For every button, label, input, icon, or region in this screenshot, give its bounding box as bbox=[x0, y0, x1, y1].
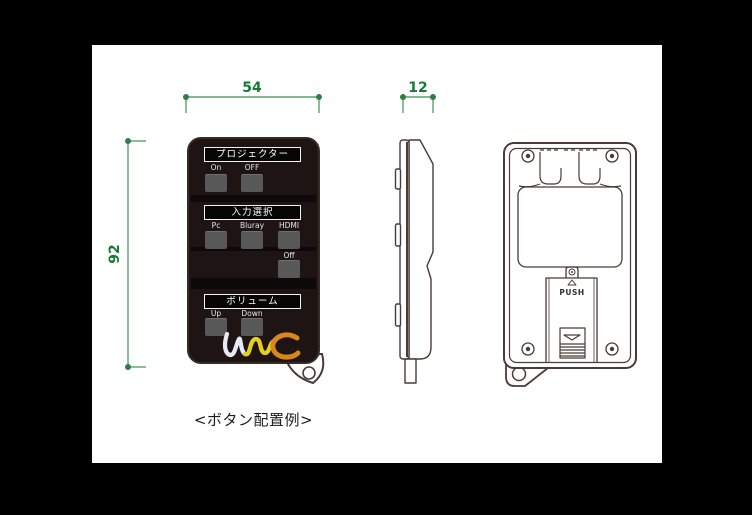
back-inner-outline bbox=[508, 147, 632, 364]
front-section-title-input: 入力選択 bbox=[204, 205, 301, 220]
side-button-bump bbox=[394, 303, 402, 327]
front-section-title-volume: ボリューム bbox=[204, 294, 301, 309]
button-pc bbox=[205, 231, 227, 249]
button-label-down: Down bbox=[241, 309, 263, 318]
button-label-input-off: Off bbox=[283, 251, 295, 260]
push-label: PUSH bbox=[559, 288, 584, 297]
button-volume-down bbox=[241, 318, 263, 336]
battery-cover bbox=[545, 266, 598, 362]
side-back-shell bbox=[408, 139, 434, 360]
button-on bbox=[205, 174, 227, 192]
button-off bbox=[241, 174, 263, 192]
button-label-bluray: Bluray bbox=[239, 221, 265, 230]
button-label-on: On bbox=[210, 163, 222, 172]
umc-logo-icon bbox=[222, 331, 301, 360]
drawing-caption: <ボタン配置例> bbox=[193, 411, 314, 429]
side-bottom-stub bbox=[404, 358, 417, 384]
side-button-bump bbox=[394, 223, 402, 247]
divider-band bbox=[191, 278, 316, 289]
back-screws bbox=[521, 149, 619, 356]
button-label-up: Up bbox=[210, 309, 222, 318]
latch-arrow-up bbox=[567, 279, 577, 286]
front-section-title-projector: プロジェクター bbox=[204, 147, 301, 162]
back-top-notches bbox=[518, 149, 622, 188]
divider-band bbox=[191, 247, 316, 251]
strap-hole bbox=[302, 366, 316, 380]
back-strap-hole bbox=[511, 366, 527, 382]
button-volume-up bbox=[205, 318, 227, 336]
button-label-hdmi: HDMI bbox=[278, 221, 300, 230]
latch-screw bbox=[568, 268, 576, 276]
button-bluray bbox=[241, 231, 263, 249]
button-label-off: OFF bbox=[244, 163, 260, 172]
side-button-bump bbox=[394, 168, 402, 190]
back-view: PUSH bbox=[503, 142, 637, 387]
button-input-off bbox=[278, 260, 300, 278]
front-view-remote: プロジェクター On OFF 入力選択 Pc Bluray HDMI Off ボ… bbox=[187, 137, 320, 364]
divider-band bbox=[191, 195, 316, 202]
button-label-pc: Pc bbox=[211, 221, 221, 230]
battery-grip bbox=[559, 327, 586, 359]
button-hdmi bbox=[278, 231, 300, 249]
side-view bbox=[394, 139, 434, 384]
